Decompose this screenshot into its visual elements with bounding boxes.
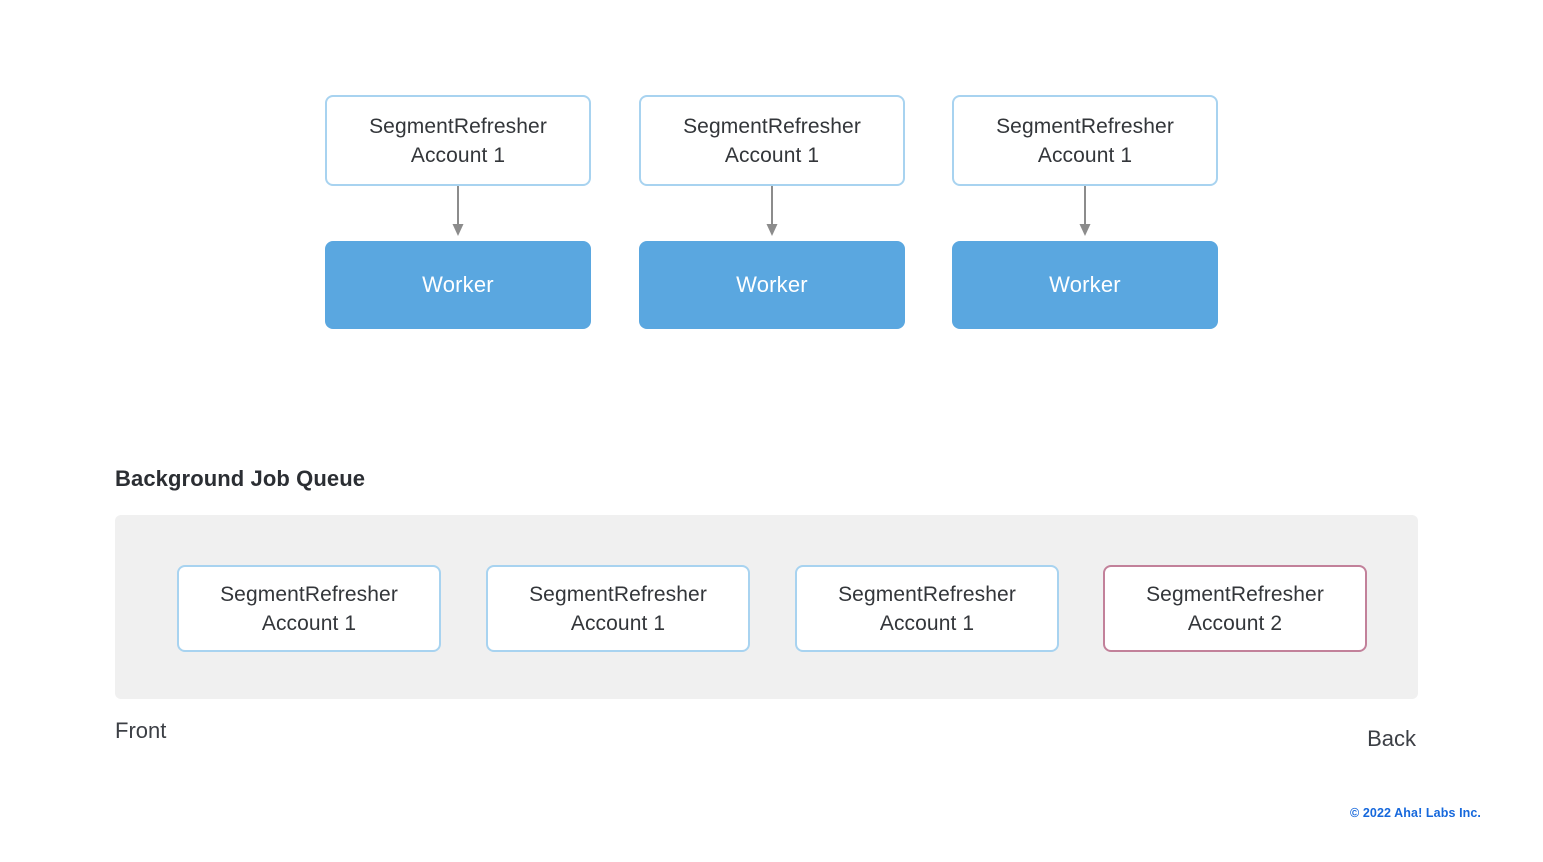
worker-column-1: SegmentRefresher Account 1 Worker: [325, 95, 591, 329]
worker-box-3: Worker: [952, 241, 1218, 329]
queue-item-label: SegmentRefresher Account 1: [220, 582, 398, 635]
worker-column-2: SegmentRefresher Account 1 Worker: [639, 95, 905, 329]
job-box-label: SegmentRefresher Account 1: [996, 114, 1174, 167]
queue-front-label: Front: [115, 718, 167, 743]
queue-item-label: SegmentRefresher Account 1: [838, 582, 1016, 635]
worker-box-2: Worker: [639, 241, 905, 329]
copyright-footer: © 2022 Aha! Labs Inc.: [1349, 806, 1481, 820]
down-arrow-icon: [1079, 186, 1091, 236]
job-box-2: SegmentRefresher Account 1: [639, 95, 905, 186]
queue-title: Background Job Queue: [115, 466, 366, 491]
queue-item-label: SegmentRefresher Account 1: [529, 582, 707, 635]
job-box-label: SegmentRefresher Account 1: [369, 114, 547, 167]
job-box-1: SegmentRefresher Account 1: [325, 95, 591, 186]
job-box-label: SegmentRefresher Account 1: [683, 114, 861, 167]
queue-item-highlighted: SegmentRefresher Account 2: [1103, 565, 1367, 652]
job-box-3: SegmentRefresher Account 1: [952, 95, 1218, 186]
worker-label: Worker: [736, 272, 808, 297]
queue-item: SegmentRefresher Account 1: [486, 565, 750, 652]
worker-label: Worker: [1049, 272, 1121, 297]
background-job-queue: SegmentRefresher Account 1 SegmentRefres…: [115, 515, 1418, 699]
down-arrow-icon: [452, 186, 464, 236]
worker-column-3: SegmentRefresher Account 1 Worker: [952, 95, 1218, 329]
queue-item: SegmentRefresher Account 1: [177, 565, 441, 652]
queue-back-label: Back: [1367, 726, 1416, 751]
queue-item: SegmentRefresher Account 1: [795, 565, 1059, 652]
down-arrow-icon: [766, 186, 778, 236]
worker-box-1: Worker: [325, 241, 591, 329]
queue-item-label: SegmentRefresher Account 2: [1146, 582, 1324, 635]
worker-label: Worker: [422, 272, 494, 297]
